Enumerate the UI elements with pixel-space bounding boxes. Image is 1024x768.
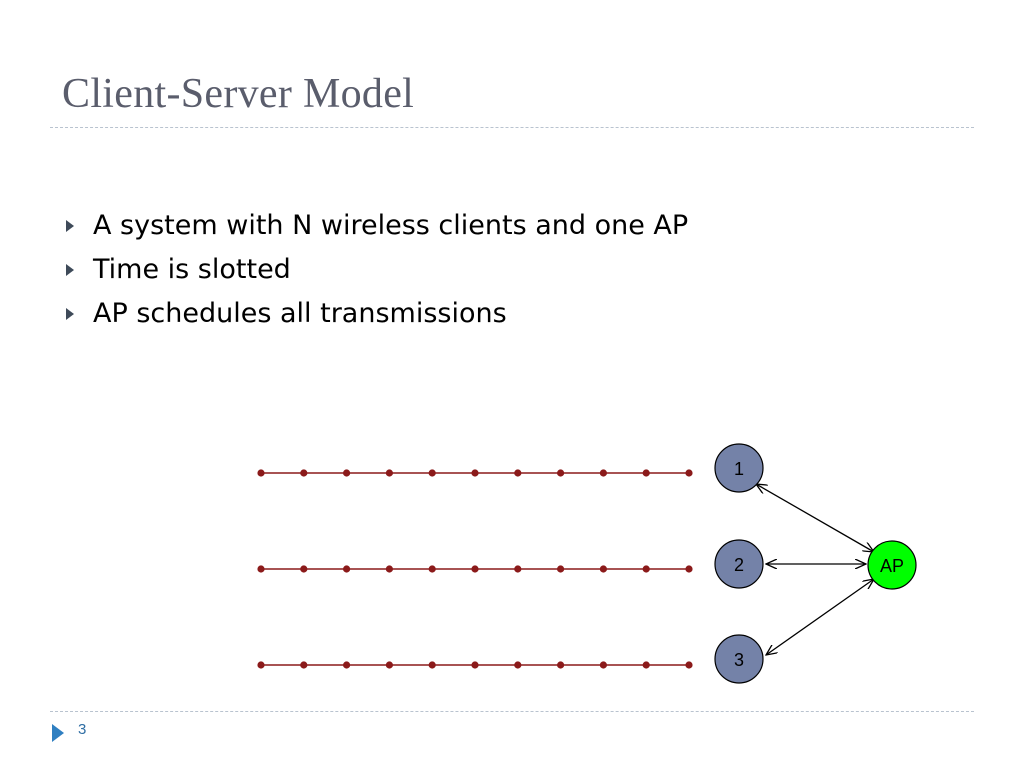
slide-title: Client-Server Model: [62, 71, 415, 117]
time-slot-marker: [300, 469, 308, 477]
time-slot-marker: [343, 661, 351, 669]
bullet-list: A system with N wireless clients and one…: [62, 204, 688, 336]
time-slot-marker: [471, 565, 479, 573]
timeline-client-2: [257, 565, 693, 573]
time-slot-marker: [514, 661, 522, 669]
slot-timelines: [257, 469, 693, 669]
time-slot-marker: [385, 469, 393, 477]
time-slot-marker: [257, 469, 265, 477]
triangle-bullet-icon: [66, 220, 74, 232]
time-slot-marker: [385, 661, 393, 669]
client-node-circle: [714, 539, 764, 589]
time-slot-marker: [557, 565, 565, 573]
time-slot-marker: [300, 565, 308, 573]
bullet-text: AP schedules all transmissions: [93, 298, 507, 329]
time-slot-marker: [642, 565, 650, 573]
ap-node-label: AP: [880, 556, 904, 576]
time-slot-marker: [257, 661, 265, 669]
client-node-circle: [714, 634, 764, 684]
timeline-client-1: [257, 469, 693, 477]
bullet-item: A system with N wireless clients and one…: [62, 204, 688, 248]
time-slot-marker: [557, 661, 565, 669]
bullet-text: Time is slotted: [93, 254, 291, 285]
time-slot-marker: [428, 469, 436, 477]
ap-node-circle: [867, 540, 917, 590]
link-ap-client-1: [756, 484, 874, 552]
time-slot-marker: [385, 565, 393, 573]
time-slot-marker: [471, 661, 479, 669]
link-ap-client-3: [766, 579, 874, 655]
time-slot-marker: [343, 565, 351, 573]
client-ap-links: [756, 484, 874, 655]
time-slot-marker: [343, 469, 351, 477]
footer-triangle-icon: [52, 724, 64, 742]
time-slot-marker: [257, 565, 265, 573]
bullet-text: A system with N wireless clients and one…: [93, 210, 689, 241]
time-slot-marker: [428, 661, 436, 669]
time-slot-marker: [685, 469, 693, 477]
bullet-item: AP schedules all transmissions: [62, 292, 688, 336]
time-slot-marker: [428, 565, 436, 573]
time-slot-marker: [599, 661, 608, 669]
title-divider: [50, 127, 974, 128]
client-node-label: 3: [734, 650, 744, 670]
page-number: 3: [78, 721, 87, 738]
client-node-1: 1: [714, 443, 764, 493]
client-node-2: 2: [714, 539, 764, 589]
time-slot-marker: [557, 469, 565, 477]
client-node-label: 2: [734, 555, 744, 575]
time-slot-marker: [471, 469, 479, 477]
timeline-client-3: [257, 661, 693, 669]
time-slot-marker: [300, 661, 308, 669]
time-slot-marker: [514, 565, 522, 573]
time-slot-marker: [599, 469, 608, 477]
client-node-label: 1: [734, 459, 744, 479]
time-slot-marker: [642, 469, 650, 477]
time-slot-marker: [514, 469, 522, 477]
client-node-circle: [714, 443, 764, 493]
triangle-bullet-icon: [66, 308, 74, 320]
time-slot-marker: [599, 565, 608, 573]
time-slot-marker: [642, 661, 650, 669]
ap-node: AP: [867, 540, 917, 590]
triangle-bullet-icon: [66, 264, 74, 276]
footer-divider: [50, 711, 974, 712]
time-slot-marker: [685, 565, 693, 573]
client-node-3: 3: [714, 634, 764, 684]
time-slot-marker: [685, 661, 693, 669]
bullet-item: Time is slotted: [62, 248, 688, 292]
